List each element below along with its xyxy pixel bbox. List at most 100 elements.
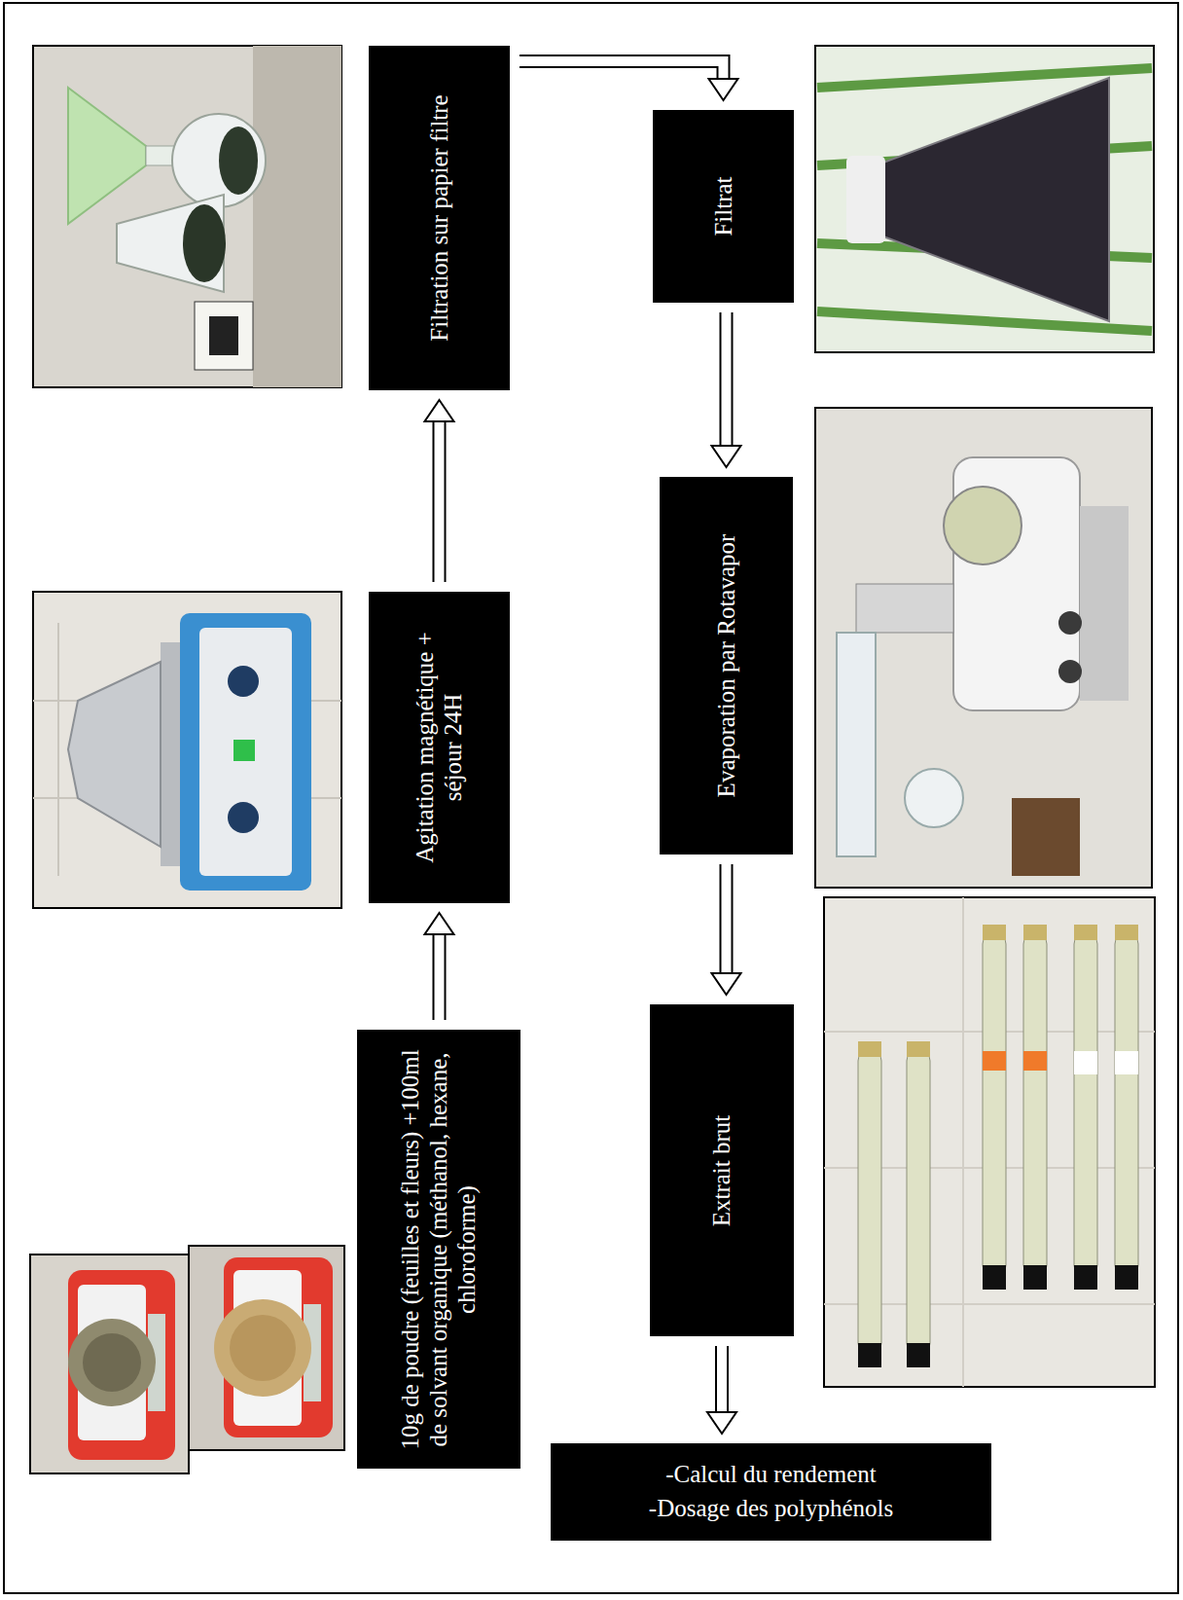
- filtrate-photo: [846, 155, 886, 244]
- stirrer-photo: [160, 642, 180, 866]
- tubes-photo: [824, 896, 1155, 1387]
- text-holder: Evaporation par Rotavapor: [712, 488, 741, 843]
- arrow-head: [709, 78, 739, 101]
- rotavapor-photo: [1058, 659, 1082, 683]
- weighing-photo: [82, 1332, 142, 1392]
- tubes-photo: [982, 924, 1006, 940]
- arrow-head: [425, 912, 455, 934]
- tubes-photo: [906, 1040, 931, 1057]
- arrow-shaft: [716, 1345, 727, 1413]
- stirrer-photo: [179, 612, 312, 891]
- rotavapor-photo: [943, 486, 1022, 565]
- tubes-photo: [982, 1264, 1006, 1290]
- rotavapor-photo: [904, 768, 964, 827]
- tubes-photo: [1074, 924, 1098, 940]
- tubes-photo: [1114, 1050, 1139, 1075]
- rotavapor-photo: [1079, 505, 1129, 701]
- arrow-shaft: [434, 932, 445, 1020]
- tubes-photo: [858, 924, 1139, 1367]
- stirrer-photo: [33, 591, 342, 908]
- process-box: Agitation magnétique + séjour 24H: [368, 591, 510, 903]
- arrow-shaft: [434, 420, 445, 582]
- arrow-head: [712, 445, 742, 467]
- tubes-photo: [982, 933, 1006, 1275]
- step-label: 10g de poudre (feuilles et fleurs) +100m…: [396, 1040, 481, 1457]
- stirrer-photo: [233, 739, 255, 761]
- stirrer-photo: [227, 665, 259, 697]
- arrow-shaft-outline: [432, 420, 447, 582]
- tubes-photo: [1023, 933, 1047, 1275]
- filtration-photo: [194, 301, 253, 370]
- flow-arrow: [519, 61, 739, 101]
- stirrer-photo: [33, 591, 342, 908]
- tubes-photo: [982, 1050, 1006, 1071]
- tubes-photo: [906, 1342, 931, 1367]
- weighing-photo: [229, 1314, 296, 1381]
- weighing-photo: [30, 1254, 189, 1473]
- tubes-photo: [1074, 933, 1098, 1275]
- tubes-photo: [1023, 1050, 1047, 1071]
- filtration-photo: [252, 45, 342, 388]
- arrow-head: [712, 972, 742, 995]
- text-holder: -Calcul du rendement-Dosage des polyphén…: [550, 1442, 992, 1541]
- rotavapor-photo: [815, 407, 1152, 888]
- weighing-photo: [68, 1318, 156, 1406]
- tubes-photo: [1074, 1050, 1098, 1075]
- process-box: Evaporation par Rotavapor: [659, 476, 793, 855]
- rotavapor-photo: [836, 632, 876, 857]
- arrow-shaft-outline: [715, 1345, 729, 1413]
- filtration-photo: [209, 316, 239, 356]
- weighing-photo: [223, 1256, 333, 1437]
- tubes-photo: [1023, 1264, 1047, 1290]
- stirrer-photo: [68, 661, 161, 847]
- arrow-shaft-outline: [519, 61, 724, 80]
- page-frame: [3, 2, 1179, 1593]
- text-holder: Extrait brut: [708, 1015, 737, 1325]
- weighing-photo: [30, 1245, 345, 1473]
- filtration-photo: [172, 113, 266, 208]
- tubes-photo: [906, 1050, 931, 1353]
- tubes-photo: [824, 896, 1155, 1387]
- filtrate-photo: [815, 45, 1154, 353]
- tubes-photo: [1074, 1264, 1098, 1290]
- flow-arrow: [712, 312, 742, 467]
- arrow-shaft-outline: [432, 932, 447, 1020]
- filtration-photo: [33, 45, 342, 388]
- flow-arrow: [712, 863, 742, 995]
- weighing-photo: [77, 1284, 146, 1440]
- weighing-photo: [214, 1298, 312, 1397]
- filtration-photo: [33, 45, 342, 388]
- text-holder: 10g de poudre (feuilles et fleurs) +100m…: [396, 1040, 481, 1457]
- rotavapor-photo: [815, 407, 1152, 888]
- arrow-shaft-outline: [719, 312, 734, 447]
- tubes-photo: [1023, 924, 1047, 940]
- filtrate-photo: [815, 45, 1154, 353]
- tubes-photo: [824, 896, 1155, 1387]
- process-box: Extrait brut: [649, 1003, 794, 1336]
- stirrer-photo: [199, 627, 292, 876]
- process-box: 10g de poudre (feuilles et fleurs) +100m…: [357, 1029, 521, 1469]
- text-holder: Filtration sur papier filtre: [425, 57, 454, 379]
- tubes-photo: [1114, 1264, 1139, 1290]
- tubes-photo: [858, 1050, 882, 1353]
- result-box: -Calcul du rendement-Dosage des polyphén…: [550, 1442, 992, 1541]
- filtrate-photo: [817, 68, 1152, 331]
- tubes-photo: [1114, 924, 1139, 940]
- arrow-shaft-outline: [719, 863, 734, 974]
- flow-arrow: [707, 1345, 737, 1434]
- process-box: Filtration sur papier filtre: [368, 45, 510, 391]
- rotavapor-photo: [1058, 610, 1082, 635]
- arrow-shaft: [721, 312, 732, 447]
- arrow-shaft: [519, 61, 724, 80]
- filtrate-photo: [875, 77, 1110, 322]
- tubes-photo: [858, 1342, 882, 1367]
- rotavapor-photo: [1011, 797, 1080, 876]
- flow-arrow: [425, 399, 455, 582]
- flow-arrow: [425, 912, 455, 1020]
- step-label: Filtrat: [709, 121, 738, 291]
- step-label: Evaporation par Rotavapor: [712, 488, 741, 843]
- step-label: Extrait brut: [708, 1015, 737, 1325]
